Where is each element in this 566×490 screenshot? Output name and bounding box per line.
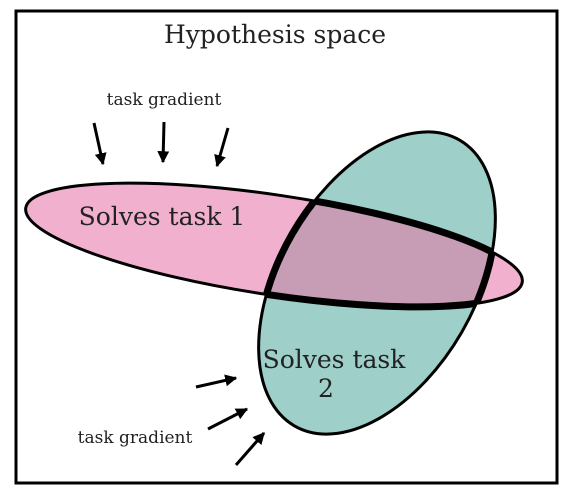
task2-label-line1: Solves task: [263, 345, 407, 374]
task1-label: Solves task 1: [79, 202, 246, 231]
diagram-title: Hypothesis space: [164, 20, 386, 49]
task2-label-line2: 2: [318, 374, 334, 403]
overlap-boundary-task2: [255, 158, 499, 332]
gradient-arrow-top-1: [92, 122, 107, 166]
gradient-arrow-bottom-1: [195, 374, 238, 389]
gradient-arrow-top-2: [157, 121, 170, 164]
task-gradient-top-label: task gradient: [107, 90, 222, 110]
task-gradient-bottom-label: task gradient: [78, 428, 193, 448]
gradient-arrow-bottom-2: [207, 407, 249, 431]
gradient-arrow-top-3: [214, 127, 230, 168]
gradient-arrow-bottom-3: [234, 432, 266, 466]
